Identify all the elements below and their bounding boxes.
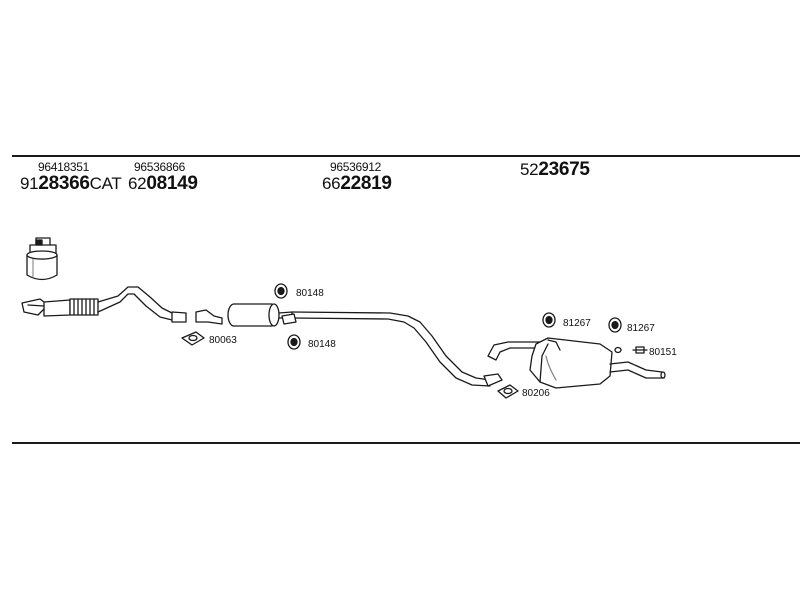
clamp-icon	[632, 346, 648, 354]
part-number-main: 28366	[38, 173, 90, 194]
part-number-main: 22819	[340, 173, 392, 194]
part-number: 9128366CAT	[20, 174, 122, 194]
callout-clamp-80151: 80151	[649, 347, 677, 358]
part-header-catalytic: 96418351 9128366CAT	[20, 160, 122, 194]
oe-number: 96536866	[134, 160, 185, 174]
part-number-prefix: 66	[322, 174, 341, 193]
top-rule	[12, 155, 800, 157]
callout-gasket-80206: 80206	[522, 388, 550, 399]
part-number-prefix: 91	[20, 174, 39, 193]
callout-gasket-80063: 80063	[209, 335, 237, 346]
rubber-hanger-icon	[274, 283, 288, 299]
oe-number: 96418351	[38, 160, 89, 174]
rubber-hanger-icon	[542, 312, 556, 328]
part-header-front-pipe: 96536866 6208149	[128, 160, 198, 194]
rubber-hanger-icon	[608, 317, 622, 333]
rubber-hanger-icon	[287, 334, 301, 350]
catalytic-converter	[26, 237, 58, 281]
callout-hanger-80148: 80148	[308, 339, 336, 350]
part-number-prefix: 62	[128, 174, 147, 193]
part-number: 5223675	[520, 160, 590, 180]
middle-silencer	[195, 303, 503, 387]
callout-hanger-80148: 80148	[296, 288, 324, 299]
part-number-main: 08149	[146, 173, 198, 194]
callout-hanger-81267: 81267	[627, 323, 655, 334]
part-number: 6622819	[322, 174, 392, 194]
rear-silencer	[487, 337, 666, 389]
part-header-rear-silencer: 5223675	[520, 160, 590, 180]
gasket-icon	[181, 331, 205, 346]
callout-hanger-81267: 81267	[563, 318, 591, 329]
clamp-bolt-icon	[614, 346, 622, 354]
mount-bracket-icon	[281, 313, 297, 325]
part-number-main: 23675	[538, 159, 590, 180]
part-header-middle-silencer: 96536912 6622819	[322, 160, 392, 194]
front-pipe	[21, 286, 187, 323]
part-number-suffix: CAT	[89, 174, 122, 193]
bottom-rule	[12, 442, 800, 444]
flex-pipe-section	[69, 298, 99, 316]
gasket-icon	[497, 384, 519, 399]
part-number-prefix: 52	[520, 160, 539, 179]
part-number: 6208149	[128, 174, 198, 194]
oe-number: 96536912	[330, 160, 381, 174]
